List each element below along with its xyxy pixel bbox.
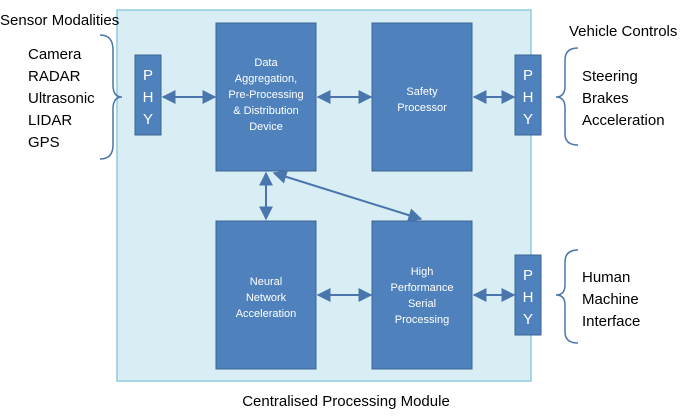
- aggregation-block-label: Device: [249, 121, 283, 133]
- hmi-item: Human: [582, 269, 630, 286]
- hmi-brace: [555, 249, 579, 344]
- arrow-aggregation-to-hpc: [272, 170, 423, 222]
- sensor-brace: [99, 34, 123, 160]
- vehicle-controls-title: Vehicle Controls: [569, 23, 677, 40]
- high-performance-block: [371, 220, 473, 370]
- neural-block-label: Network: [246, 292, 287, 304]
- safety-block-label: Safety: [406, 86, 438, 98]
- hmi-item: Interface: [582, 313, 640, 330]
- safety-processor-block: [371, 22, 473, 172]
- hmi-item: Machine: [582, 291, 639, 308]
- phy-letter: P: [143, 67, 153, 84]
- vehicle-control-item: Steering: [582, 68, 638, 85]
- hpc-block-label: Performance: [391, 282, 454, 294]
- sensor-item: Camera: [28, 46, 82, 63]
- phy-letter: H: [143, 89, 154, 106]
- sensor-item: RADAR: [28, 68, 81, 85]
- neural-block-label: Neural: [250, 276, 282, 288]
- phy-letter: Y: [523, 311, 533, 328]
- neural-network-block: [215, 220, 317, 370]
- aggregation-block: [215, 22, 317, 172]
- sensor-item: GPS: [28, 134, 60, 151]
- vehicle-control-item: Acceleration: [582, 112, 665, 129]
- phy-block-sensors: [134, 54, 162, 136]
- phy-block-hmi: [514, 254, 542, 336]
- phy-letter: P: [523, 267, 533, 284]
- vehicle-controls-brace: [555, 47, 579, 146]
- vehicle-control-item: Brakes: [582, 90, 629, 107]
- sensor-item: LIDAR: [28, 112, 72, 129]
- hpc-block-label: High: [411, 266, 434, 278]
- hpc-block-label: Serial: [408, 298, 436, 310]
- aggregation-block-label: Data: [254, 57, 278, 69]
- sensor-item: Ultrasonic: [28, 90, 95, 107]
- phy-letter: P: [523, 67, 533, 84]
- safety-block-label: Processor: [397, 102, 447, 114]
- aggregation-block-label: Pre-Processing: [228, 89, 303, 101]
- phy-letter: H: [523, 89, 534, 106]
- module-label: Centralised Processing Module: [242, 393, 450, 410]
- aggregation-block-label: Aggregation,: [235, 73, 297, 85]
- phy-letter: H: [523, 289, 534, 306]
- phy-letter: Y: [143, 111, 153, 128]
- aggregation-block-label: & Distribution: [233, 105, 298, 117]
- hpc-block-label: Processing: [395, 314, 449, 326]
- neural-block-label: Acceleration: [236, 308, 297, 320]
- phy-letter: Y: [523, 111, 533, 128]
- sensor-modalities-title: Sensor Modalities: [0, 12, 119, 29]
